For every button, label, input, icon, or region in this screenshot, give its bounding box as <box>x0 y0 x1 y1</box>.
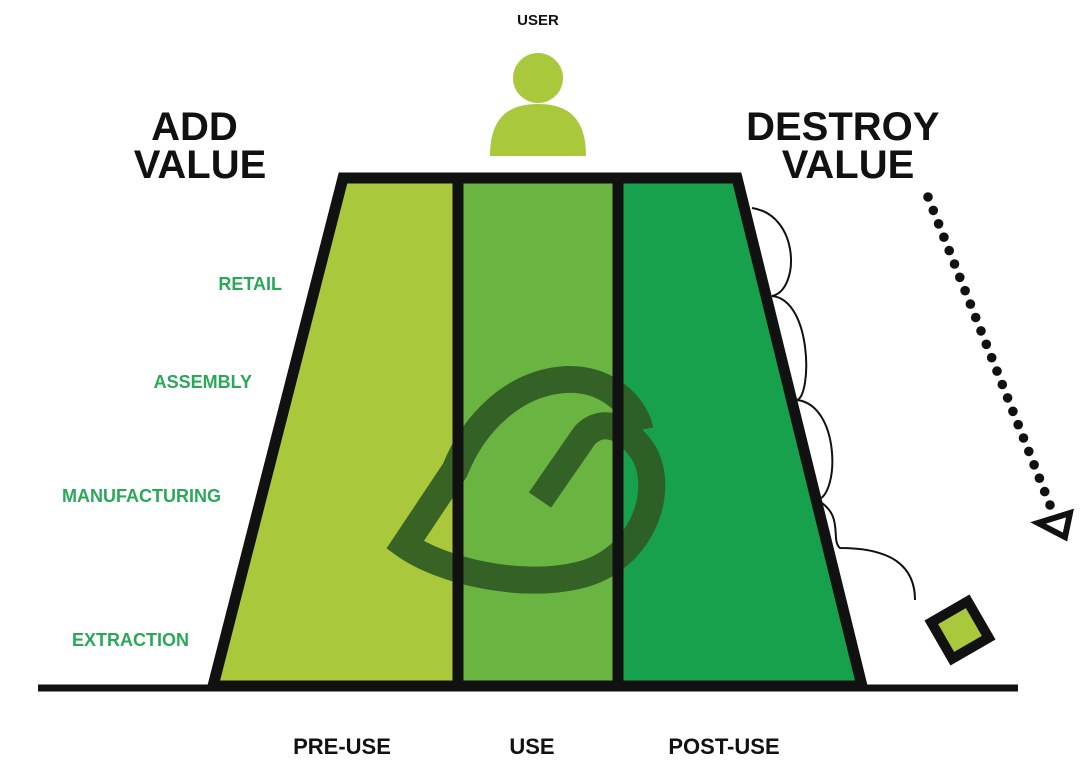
dotted-arrow-dot <box>960 285 970 296</box>
dotted-arrow-dot <box>923 192 933 202</box>
dotted-arrow-dot <box>944 245 954 256</box>
destroy-value-line-2: VALUE <box>782 143 915 187</box>
dotted-arrow-dot <box>949 259 960 269</box>
loop-line <box>751 207 916 601</box>
add-value-line-1: ADD <box>151 105 238 149</box>
level-label-extraction: EXTRACTION <box>72 630 189 650</box>
add-value-title: ADD VALUE <box>134 105 267 187</box>
dotted-arrow-dot <box>928 205 939 216</box>
waste-box-inner <box>938 608 982 652</box>
dotted-arrow-dot <box>1039 486 1050 497</box>
dotted-arrow-dot <box>981 339 992 350</box>
circular-arrow-icon <box>386 365 666 594</box>
dotted-arrow-icon <box>923 192 1055 510</box>
stage-label-post-use: POST-USE <box>668 734 779 759</box>
dotted-arrow-dot <box>933 219 944 229</box>
dotted-arrow-dot <box>976 326 986 336</box>
user-icon <box>490 53 586 156</box>
level-label-retail: RETAIL <box>218 274 282 294</box>
dotted-arrow-dot <box>997 379 1008 390</box>
destroy-value-line-1: DESTROY <box>746 105 940 149</box>
stage-label-pre-use: PRE-USE <box>293 734 391 759</box>
dotted-arrow-dot <box>992 366 1002 376</box>
dotted-arrow-dot <box>1029 460 1039 470</box>
use-column <box>458 178 618 686</box>
user-head <box>513 53 563 103</box>
dotted-arrow-dot <box>965 299 976 309</box>
level-label-manufacturing: MANUFACTURING <box>62 486 221 506</box>
waste-box-icon <box>924 594 996 666</box>
level-label-assembly: ASSEMBLY <box>154 372 252 392</box>
dotted-arrow-dot <box>970 312 981 323</box>
dotted-arrow-dot <box>1034 473 1045 484</box>
dotted-arrow-dot <box>1024 446 1034 457</box>
pre-use-column <box>213 178 458 686</box>
dotted-arrow-dot <box>955 272 965 283</box>
dotted-arrow-dot <box>1045 500 1055 510</box>
dotted-arrow-dot <box>939 232 949 242</box>
add-value-line-2: VALUE <box>134 143 267 187</box>
user-label: USER <box>517 12 559 29</box>
user-body <box>490 104 586 156</box>
dotted-arrow-dot <box>1002 393 1013 403</box>
post-use-column <box>618 178 862 686</box>
destroy-value-title: DESTROY VALUE <box>746 105 950 187</box>
dotted-arrow-dot <box>1013 419 1023 430</box>
stage-label-use: USE <box>509 734 554 759</box>
dotted-arrow-dot <box>1018 433 1029 443</box>
dotted-arrow-head <box>1030 508 1074 542</box>
dotted-arrow-dot <box>1008 406 1018 417</box>
dotted-arrow-dot <box>986 352 997 363</box>
